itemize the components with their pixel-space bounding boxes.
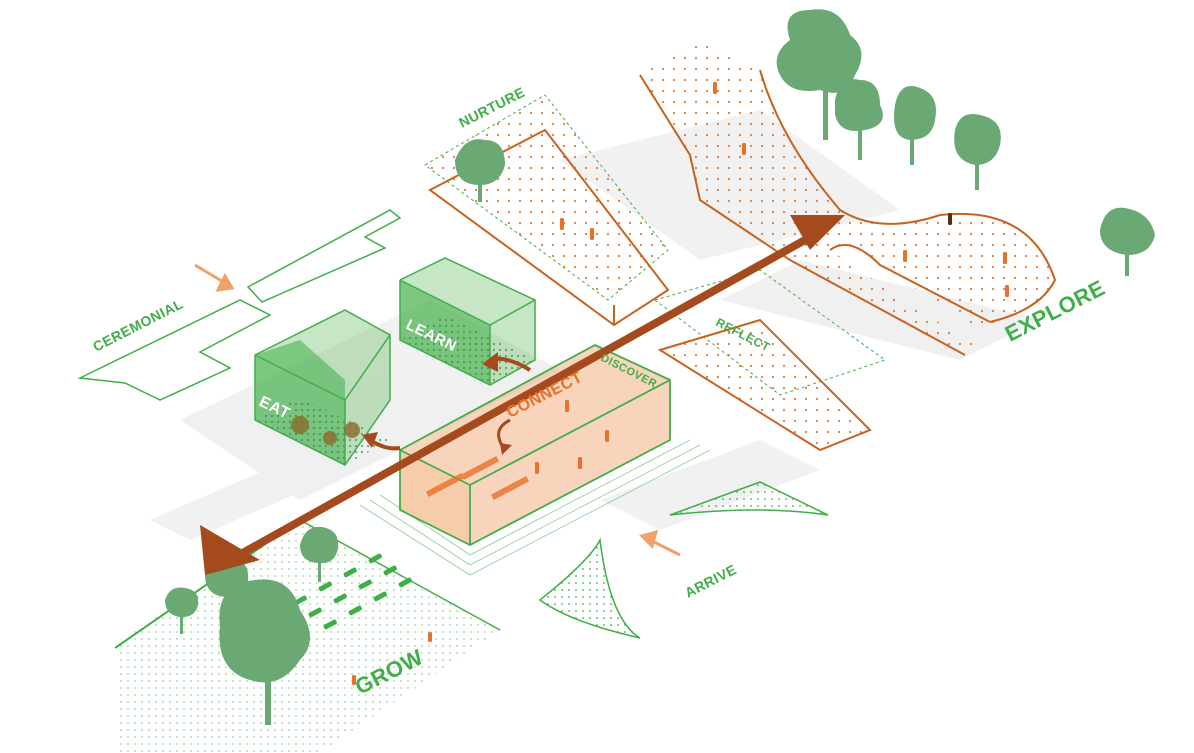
tree-icon bbox=[300, 526, 339, 582]
learn-building bbox=[399, 257, 536, 386]
label-arrive: ARRIVE bbox=[682, 561, 739, 601]
label-ceremonial: CEREMONIAL bbox=[90, 295, 186, 354]
ceremonial-area bbox=[77, 209, 402, 401]
people-figures bbox=[352, 82, 1009, 685]
garden-beds bbox=[293, 553, 412, 630]
tree-icon bbox=[954, 114, 1001, 190]
tree-icon bbox=[219, 579, 310, 725]
pointer-arrows bbox=[194, 263, 681, 557]
circulation-arrow bbox=[200, 215, 845, 575]
tree-icon bbox=[776, 9, 862, 140]
tree-icon bbox=[835, 79, 883, 160]
tree-icon bbox=[1100, 207, 1155, 276]
connect-hall bbox=[359, 343, 711, 576]
tree-icon bbox=[165, 587, 199, 634]
eat-building bbox=[254, 309, 391, 466]
tree-icon bbox=[455, 139, 505, 202]
tree-icon bbox=[894, 86, 936, 165]
arrive-islands bbox=[538, 481, 829, 639]
trees bbox=[165, 9, 1155, 725]
explore-zone bbox=[639, 40, 1057, 356]
